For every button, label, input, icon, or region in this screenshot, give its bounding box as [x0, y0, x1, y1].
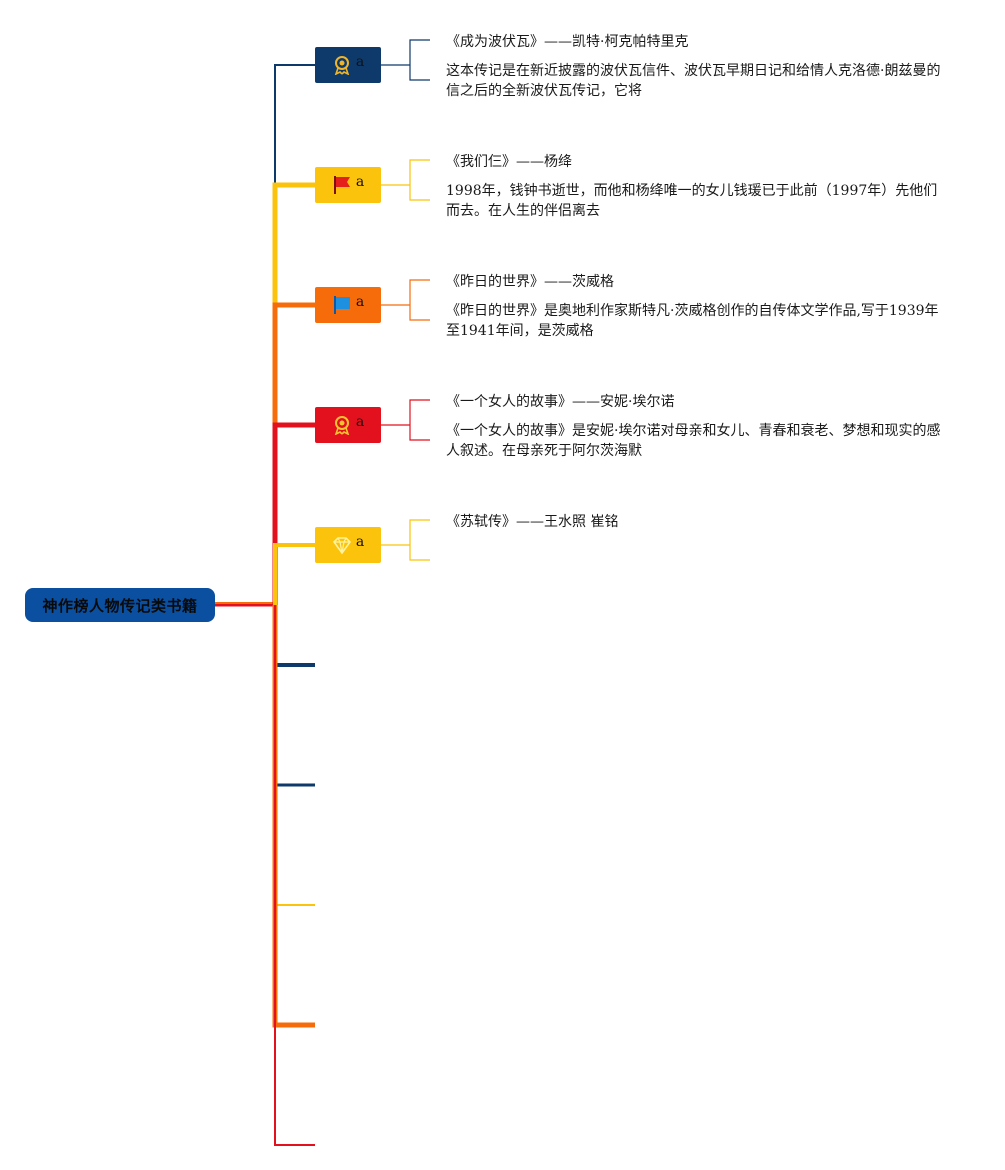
empty-branch-connector — [274, 605, 315, 906]
branch-connector — [272, 302, 315, 605]
empty-branch-connector — [273, 605, 315, 667]
book-description[interactable]: 《一个女人的故事》是安妮·埃尔诺对母亲和女儿、青春和衰老、梦想和现实的感人叙述。… — [446, 423, 941, 459]
topic-detail-2: 《我们仨》——杨绛 1998年，钱钟书逝世，而他和杨绛唯一的女儿钱瑗已于此前（1… — [446, 153, 946, 221]
topic-node-1[interactable]: a — [315, 47, 381, 83]
book-description[interactable]: 1998年，钱钟书逝世，而他和杨绛唯一的女儿钱瑗已于此前（1997年）先他们而去… — [446, 183, 938, 219]
branch-connector — [273, 543, 315, 605]
topic-node-2[interactable]: a — [315, 167, 381, 203]
book-title[interactable]: 《我们仨》——杨绛 — [446, 154, 572, 170]
topic-detail-4: 《一个女人的故事》——安妮·埃尔诺 《一个女人的故事》是安妮·埃尔诺对母亲和女儿… — [446, 393, 946, 461]
book-description[interactable]: 《昨日的世界》是奥地利作家斯特凡·茨威格创作的自传体文学作品,写于1939年至1… — [446, 303, 939, 339]
topic-detail-5: 《苏轼传》——王水照 崔铭 — [446, 513, 946, 531]
topic-node-label: a — [355, 294, 365, 310]
topic-node-3[interactable]: a — [315, 287, 381, 323]
empty-branch-connector — [272, 605, 315, 1028]
root-topic-label: 神作榜人物传记类书籍 — [42, 596, 198, 615]
detail-bracket — [409, 519, 430, 561]
detail-bracket — [409, 399, 430, 441]
empty-branch-connector — [273, 605, 315, 787]
detail-bracket — [409, 159, 430, 201]
topic-node-label: a — [355, 414, 365, 430]
blue-flag-icon — [332, 295, 352, 315]
book-title[interactable]: 《一个女人的故事》——安妮·埃尔诺 — [446, 394, 675, 410]
topic-node-label: a — [355, 174, 365, 190]
award-ribbon-icon — [332, 55, 352, 75]
root-topic[interactable]: 神作榜人物传记类书籍 — [25, 588, 215, 622]
empty-branch-connector — [274, 605, 315, 1146]
topic-node-label: a — [355, 534, 365, 550]
diamond-icon — [332, 535, 352, 555]
topic-node-label: a — [355, 54, 365, 70]
detail-bracket — [409, 39, 430, 81]
book-title[interactable]: 《苏轼传》——王水照 崔铭 — [446, 514, 619, 530]
award-ribbon-icon — [332, 415, 352, 435]
topic-detail-1: 《成为波伏瓦》——凯特·柯克帕特里克 这本传记是在新近披露的波伏瓦信件、波伏瓦早… — [446, 33, 946, 101]
branch-connector — [272, 422, 315, 605]
book-title[interactable]: 《成为波伏瓦》——凯特·柯克帕特里克 — [446, 34, 689, 50]
book-description[interactable]: 这本传记是在新近披露的波伏瓦信件、波伏瓦早期日记和给情人克洛德·朗兹曼的信之后的… — [446, 63, 941, 99]
topic-node-4[interactable]: a — [315, 407, 381, 443]
topic-detail-3: 《昨日的世界》——茨威格 《昨日的世界》是奥地利作家斯特凡·茨威格创作的自传体文… — [446, 273, 946, 341]
red-flag-icon — [332, 175, 352, 195]
detail-bracket — [409, 279, 430, 321]
topic-node-5[interactable]: a — [315, 527, 381, 563]
branch-connector — [272, 182, 315, 605]
book-title[interactable]: 《昨日的世界》——茨威格 — [446, 274, 614, 290]
branch-connector — [274, 64, 315, 605]
